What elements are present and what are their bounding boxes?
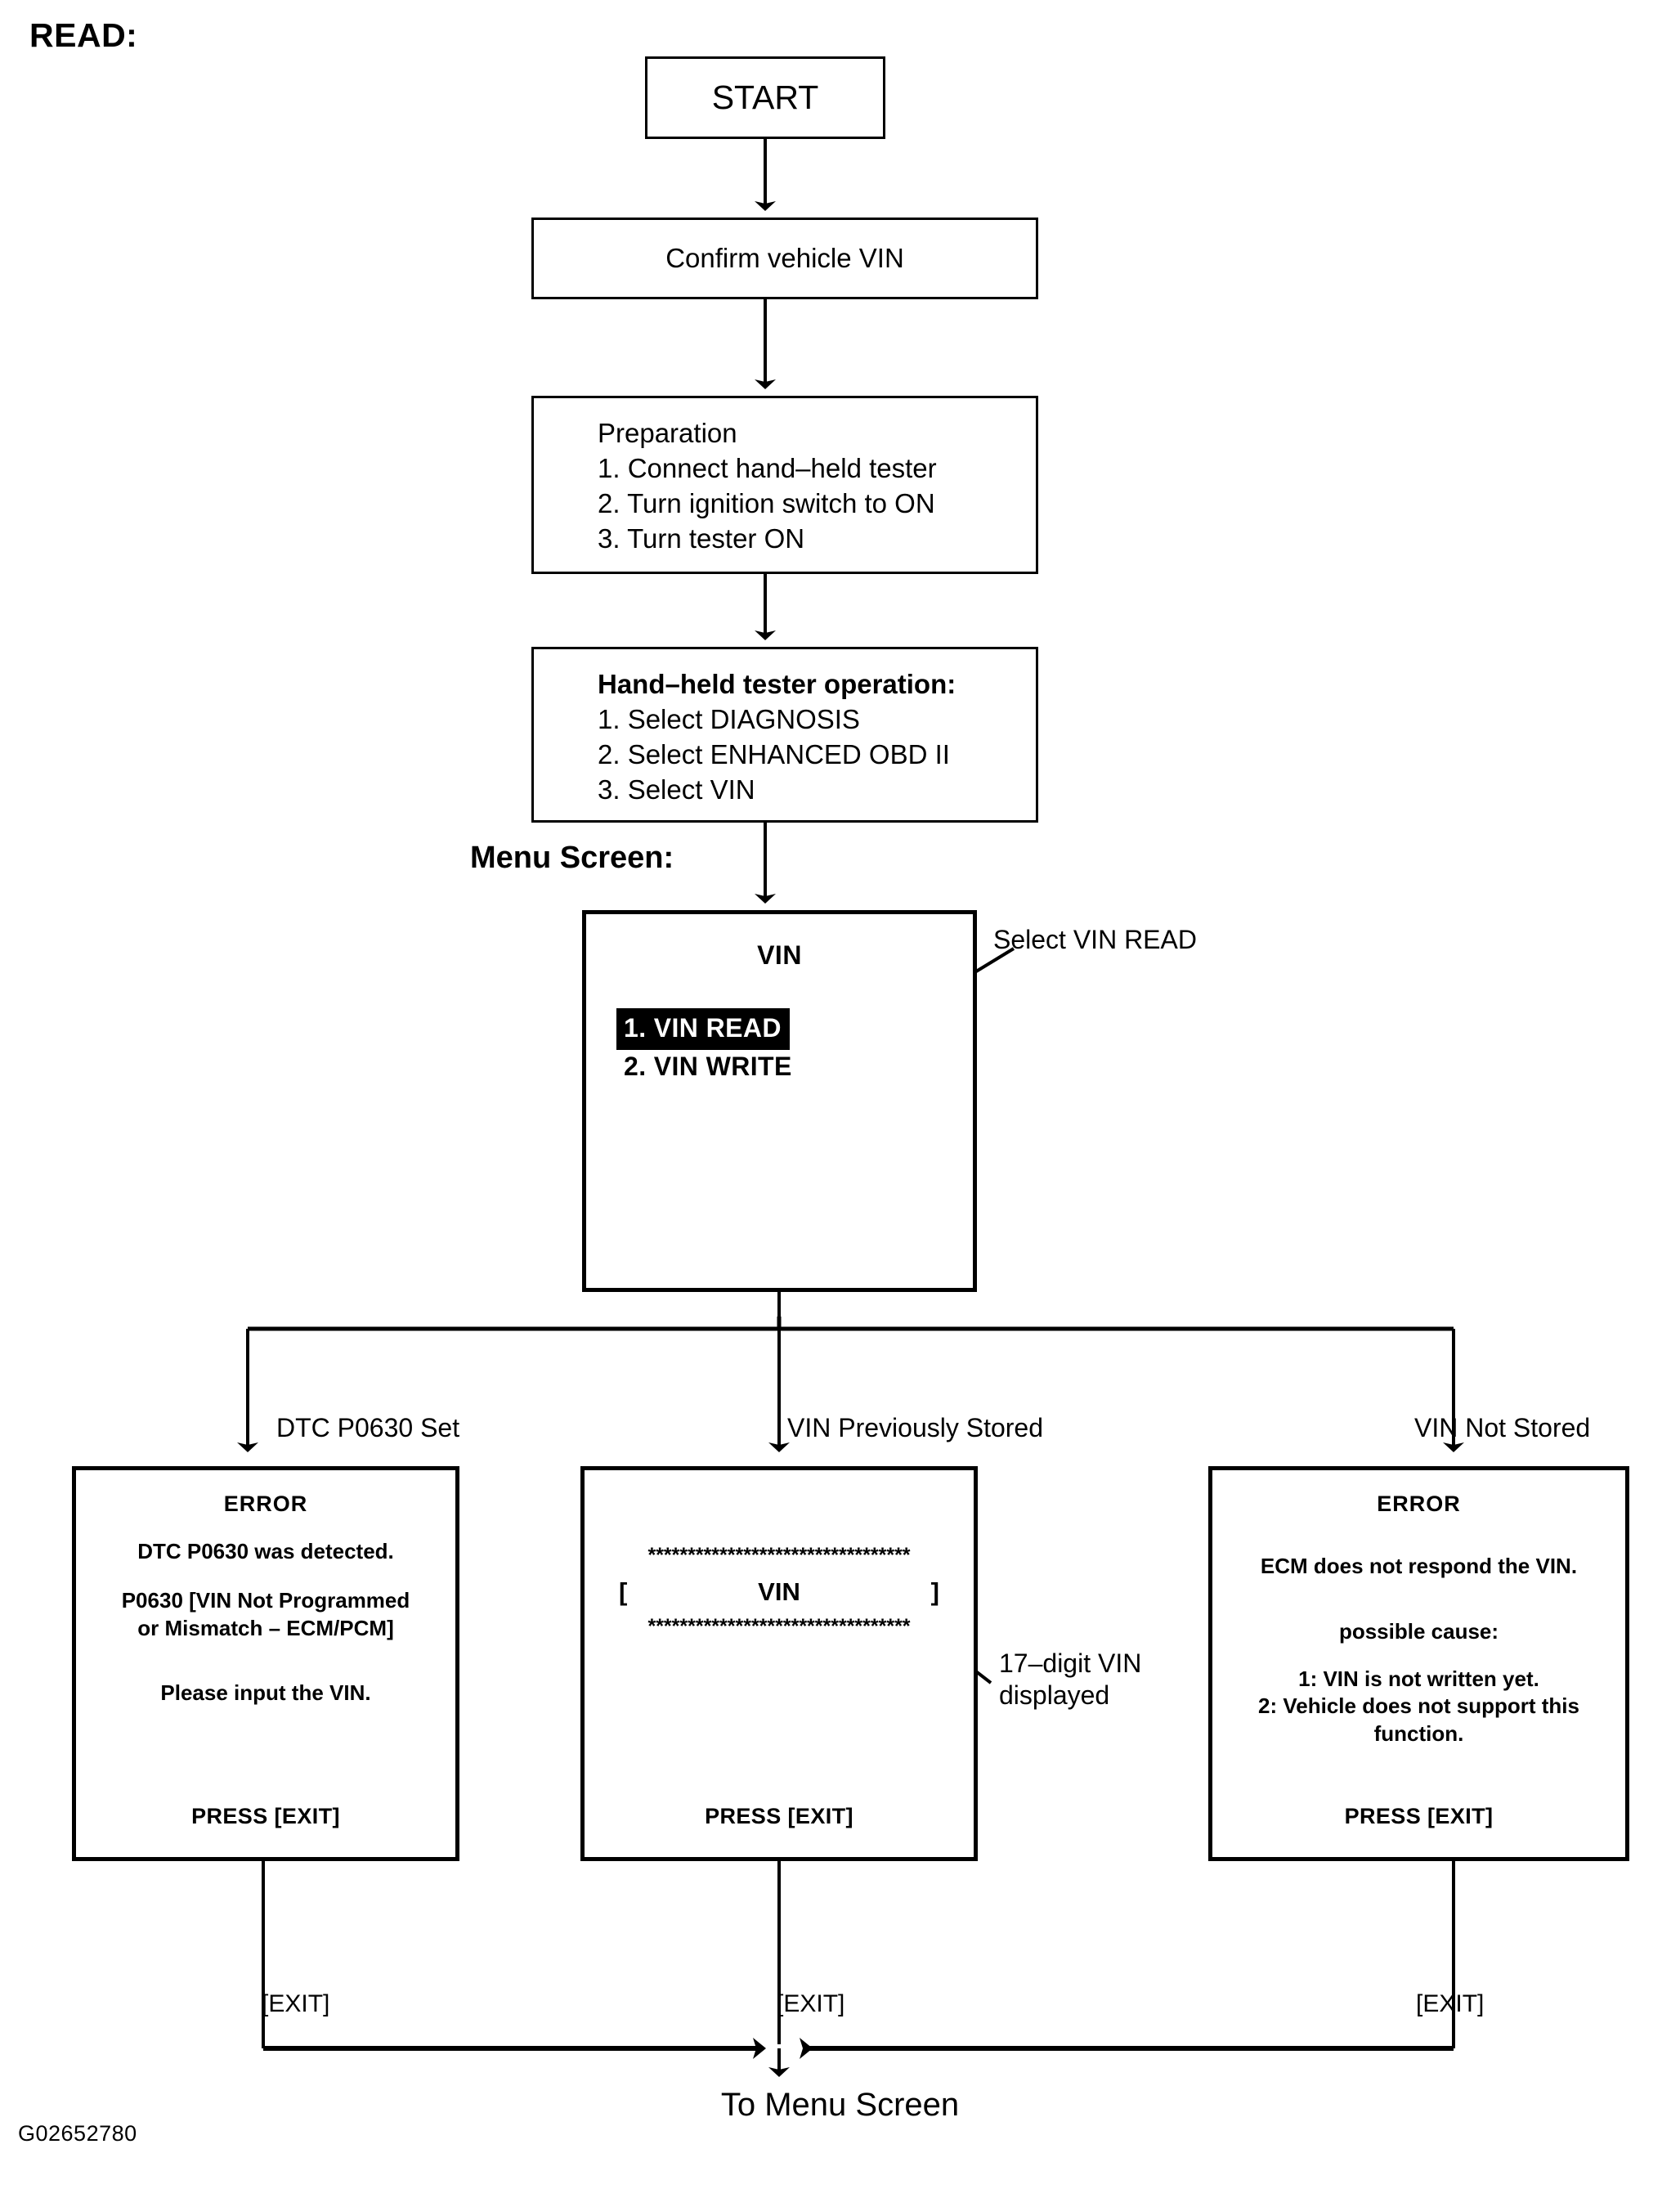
preparation-box: Preparation 1. Connect hand–held tester …	[531, 396, 1038, 574]
not-stored-cause-2-line-a: 2: Vehicle does not support this	[1258, 1693, 1579, 1719]
not-stored-press-exit: PRESS [EXIT]	[1344, 1804, 1494, 1828]
not-stored-error-line-1: ECM does not respond the VIN.	[1260, 1554, 1578, 1578]
not-stored-error-title: ERROR	[1377, 1492, 1461, 1516]
vin-bracket-close: ]	[930, 1577, 939, 1606]
not-stored-cause-block: 1: VIN is not written yet. 2: Vehicle do…	[1258, 1666, 1579, 1748]
result-screen-vin-stored: ********************************* [ VIN …	[580, 1466, 978, 1861]
menu-screen-box: VIN 1. VIN READ 2. VIN WRITE	[582, 910, 977, 1292]
not-stored-cause-2-line-b: function.	[1373, 1721, 1464, 1747]
vin-bracket-open: [	[619, 1577, 628, 1606]
figure-id: G02652780	[18, 2121, 137, 2146]
tester-operation-step-2: 2. Select ENHANCED OBD II	[598, 738, 950, 769]
tester-operation-box: Hand–held tester operation: 1. Select DI…	[531, 647, 1038, 823]
dtc-error-code-line-a: P0630 [VIN Not Programmed	[121, 1587, 410, 1613]
dtc-error-code-block: P0630 [VIN Not Programmed or Mismatch – …	[122, 1587, 410, 1643]
branch-label-dtc-set: DTC P0630 Set	[276, 1413, 460, 1442]
menu-item-vin-write[interactable]: 2. VIN WRITE	[624, 1051, 792, 1081]
preparation-step-3: 3. Turn tester ON	[598, 523, 805, 554]
dtc-error-title: ERROR	[223, 1492, 308, 1516]
dtc-error-instruction: Please input the VIN.	[160, 1680, 371, 1706]
callout-select-vin-read: Select VIN READ	[993, 925, 1197, 954]
tester-operation-step-1: 1. Select DIAGNOSIS	[598, 703, 860, 734]
callout-17-digit-vin-line-1: 17–digit VIN	[999, 1649, 1142, 1678]
confirm-vin-box: Confirm vehicle VIN	[531, 218, 1038, 299]
to-menu-screen-label: To Menu Screen	[720, 2087, 960, 2123]
exit-label-middle: [EXIT]	[777, 1990, 845, 2017]
vin-stars-bottom: *********************************	[647, 1615, 911, 1638]
menu-screen-section-label: Menu Screen:	[470, 841, 674, 875]
preparation-title: Preparation	[598, 418, 737, 448]
vin-press-exit: PRESS [EXIT]	[705, 1804, 853, 1828]
menu-screen-title: VIN	[757, 940, 802, 970]
not-stored-cause-1: 1: VIN is not written yet.	[1298, 1666, 1539, 1691]
vin-display-row: [ VIN ]	[585, 1577, 974, 1607]
tester-operation-title: Hand–held tester operation:	[598, 669, 956, 699]
preparation-step-1: 1. Connect hand–held tester	[598, 452, 937, 483]
branch-label-vin-not-stored: VIN Not Stored	[1414, 1413, 1591, 1442]
dtc-error-code-line-b: or Mismatch – ECM/PCM]	[137, 1615, 394, 1640]
vin-value: VIN	[758, 1577, 800, 1606]
dtc-press-exit: PRESS [EXIT]	[191, 1804, 340, 1828]
page-title: READ:	[29, 16, 138, 54]
preparation-step-2: 2. Turn ignition switch to ON	[598, 487, 935, 518]
callout-17-digit-vin-line-2: displayed	[999, 1680, 1110, 1711]
not-stored-cause-header: possible cause:	[1338, 1618, 1499, 1644]
menu-item-list: 1. VIN READ 2. VIN WRITE	[586, 1008, 973, 1083]
start-box: START	[645, 56, 885, 139]
confirm-vin-label: Confirm vehicle VIN	[665, 243, 904, 273]
result-screen-vin-not-stored: ERROR ECM does not respond the VIN. poss…	[1208, 1466, 1629, 1861]
dtc-error-line-1: DTC P0630 was detected.	[137, 1539, 394, 1563]
branch-label-vin-previously-stored: VIN Previously Stored	[787, 1413, 1044, 1442]
exit-label-left: [EXIT]	[262, 1990, 330, 2017]
vin-stars-top: *********************************	[647, 1544, 911, 1567]
tester-operation-step-3: 3. Select VIN	[598, 774, 755, 805]
start-label: START	[711, 79, 819, 116]
callout-17-digit-vin: 17–digit VIN displayed	[999, 1648, 1141, 1711]
menu-item-vin-read[interactable]: 1. VIN READ	[616, 1008, 790, 1050]
result-screen-dtc-set: ERROR DTC P0630 was detected. P0630 [VIN…	[72, 1466, 459, 1861]
exit-label-right: [EXIT]	[1416, 1990, 1485, 2017]
